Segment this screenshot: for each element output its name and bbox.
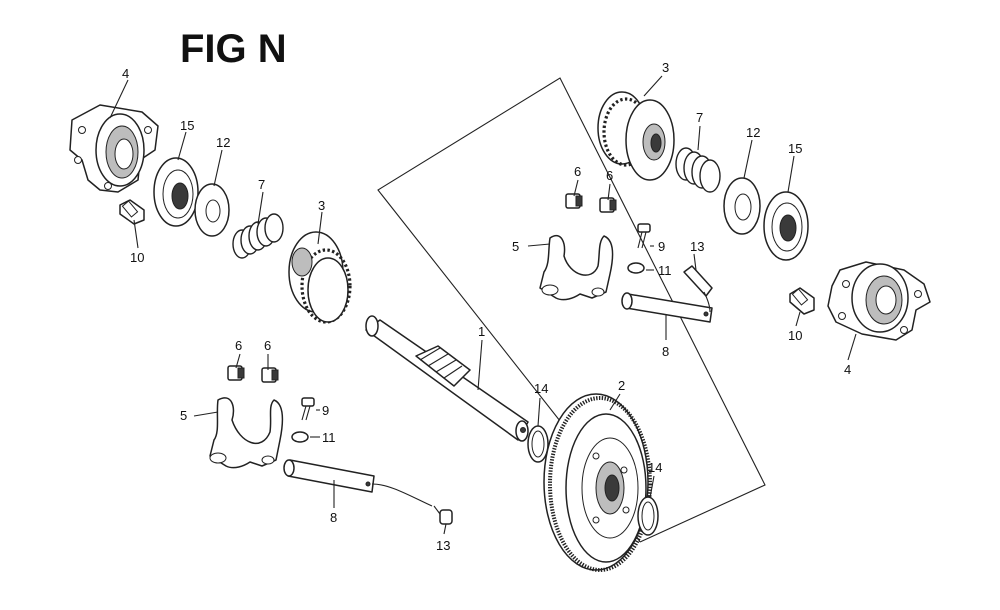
- gear-right-3: [597, 91, 675, 181]
- callout-pin-right-a: 6: [574, 164, 581, 179]
- callout-spring-right: 7: [696, 110, 703, 125]
- circlip-gear-14: [637, 496, 659, 536]
- bolt-right-9: [637, 223, 651, 249]
- callout-washer-left-12: 12: [216, 135, 230, 150]
- pin-left-b-6: [261, 367, 279, 383]
- clip-left-13: [371, 483, 453, 525]
- callout-circlip-gear: 14: [648, 460, 662, 475]
- assembly-outline: [377, 77, 766, 543]
- callout-spring-left: 7: [258, 177, 265, 192]
- callout-washer-right-11: 11: [658, 263, 672, 278]
- callout-clip-right: 13: [690, 239, 704, 254]
- shaft-1: [365, 315, 529, 442]
- pin-right-b-6: [599, 197, 617, 213]
- bolt-right-10: [789, 287, 815, 315]
- leader-lines: [109, 75, 857, 535]
- fork-left-5: [209, 397, 284, 469]
- callout-bolt-left-9: 9: [322, 403, 329, 418]
- figure-title: FIG N: [180, 27, 287, 71]
- callout-fork-left: 5: [180, 408, 187, 423]
- callout-bolt-right-10: 10: [788, 328, 802, 343]
- callout-washer-left-11: 11: [322, 430, 336, 445]
- callout-gear-large: 2: [618, 378, 625, 393]
- gear-left-3: [288, 231, 352, 324]
- washer-right-11: [627, 262, 645, 274]
- callout-pin-left-a: 6: [235, 338, 242, 353]
- gear-large-2: [543, 393, 652, 572]
- housing-right: [827, 261, 931, 341]
- spring-right-7: [675, 147, 721, 193]
- bolt-left-9: [301, 397, 315, 421]
- fork-right-5: [539, 235, 614, 301]
- washer-right-12: [723, 177, 761, 235]
- callout-circlip-shaft: 14: [534, 381, 548, 396]
- callout-bolt-left-10: 10: [130, 250, 144, 265]
- callout-pin-left-b: 6: [264, 338, 271, 353]
- pin-left-a-6: [227, 365, 245, 381]
- callout-housing-left: 4: [122, 66, 129, 81]
- callout-housing-right: 4: [844, 362, 851, 377]
- callout-bearing-left: 15: [180, 118, 194, 133]
- bearing-left-15: [153, 157, 199, 227]
- rod-left-8: [283, 459, 375, 493]
- clip-right-13: [683, 265, 713, 313]
- callout-washer-right-12: 12: [746, 125, 760, 140]
- rod-right-8: [621, 292, 713, 323]
- spring-left-7: [232, 213, 284, 259]
- pin-right-a-6: [565, 193, 583, 209]
- callout-rod-left: 8: [330, 510, 337, 525]
- callout-clip-left: 13: [436, 538, 450, 553]
- callout-fork-right: 5: [512, 239, 519, 254]
- callout-bearing-right: 15: [788, 141, 802, 156]
- bolt-left-10: [119, 199, 145, 225]
- callout-pin-right-b: 6: [606, 168, 613, 183]
- callout-gear-left: 3: [318, 198, 325, 213]
- circlip-shaft-14: [527, 425, 549, 463]
- washer-left-11: [291, 431, 309, 443]
- callout-bolt-right-9: 9: [658, 239, 665, 254]
- bearing-right-15: [763, 191, 809, 261]
- callout-gear-right: 3: [662, 60, 669, 75]
- washer-left-12: [194, 183, 230, 237]
- callout-rod-right: 8: [662, 344, 669, 359]
- callout-labels: 4 15 12 7 3 10 6 6 5 9 11 8 13 1 14 2 14…: [122, 60, 851, 553]
- callout-shaft: 1: [478, 324, 485, 339]
- housing-left: [69, 104, 159, 193]
